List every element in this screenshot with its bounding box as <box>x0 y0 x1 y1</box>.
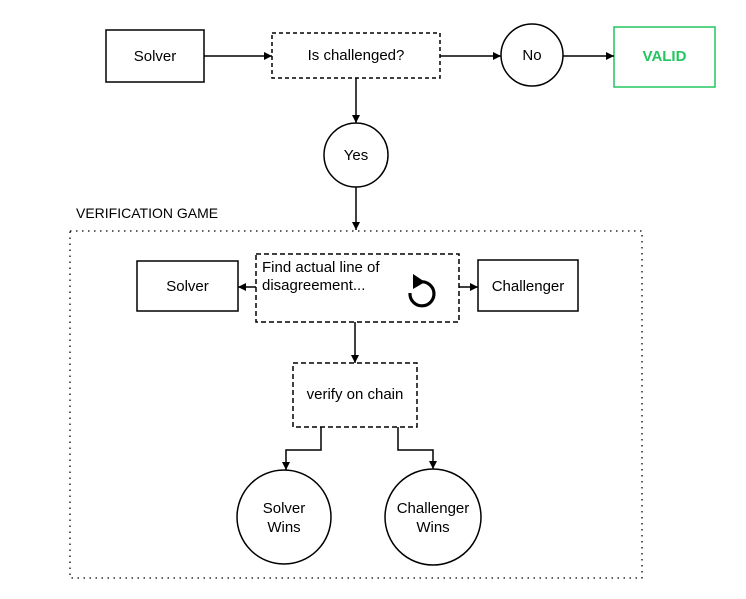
game-challenger-node: Challenger <box>477 259 579 312</box>
challenger-wins-line-2: Wins <box>416 519 449 536</box>
challenger-wins-line-1: Challenger <box>397 500 470 517</box>
find-disagreement-line-1: Find actual line of <box>262 259 380 276</box>
verification-game-frame <box>69 230 643 579</box>
is-challenged-label: Is challenged? <box>308 47 405 64</box>
verify-on-chain-node: verify on chain <box>292 362 418 428</box>
is-challenged-node: Is challenged? <box>271 32 441 79</box>
no-label: No <box>522 47 541 64</box>
rotate-ccw-icon <box>408 274 436 308</box>
verify-on-chain-label: verify on chain <box>307 386 404 403</box>
no-node: No <box>500 23 564 87</box>
game-solver-label: Solver <box>166 278 209 295</box>
game-challenger-label: Challenger <box>492 278 565 295</box>
find-disagreement-line-2: disagreement... <box>262 277 365 294</box>
solver-label: Solver <box>134 48 177 65</box>
find-disagreement-node: Find actual line of disagreement... <box>255 253 460 323</box>
solver-wins-node: Solver Wins <box>236 469 332 565</box>
yes-node: Yes <box>323 122 389 188</box>
challenger-wins-node: Challenger Wins <box>384 468 482 566</box>
game-solver-node: Solver <box>136 260 239 312</box>
solver-wins-line-2: Wins <box>267 519 300 536</box>
valid-node: VALID <box>613 26 716 88</box>
verification-game: VERIFICATION GAME Solver Find actual lin… <box>69 205 643 579</box>
arrow-verify-to-solver-wins <box>282 427 322 470</box>
solver-node: Solver <box>105 29 205 83</box>
yes-label: Yes <box>344 147 368 164</box>
arrow-verify-to-challenger-wins <box>397 427 437 469</box>
solver-wins-line-1: Solver <box>263 500 306 517</box>
valid-label: VALID <box>643 48 687 65</box>
verification-game-title: VERIFICATION GAME <box>76 205 218 221</box>
top-flow: Solver Is challenged? No VALID Yes <box>105 23 716 230</box>
